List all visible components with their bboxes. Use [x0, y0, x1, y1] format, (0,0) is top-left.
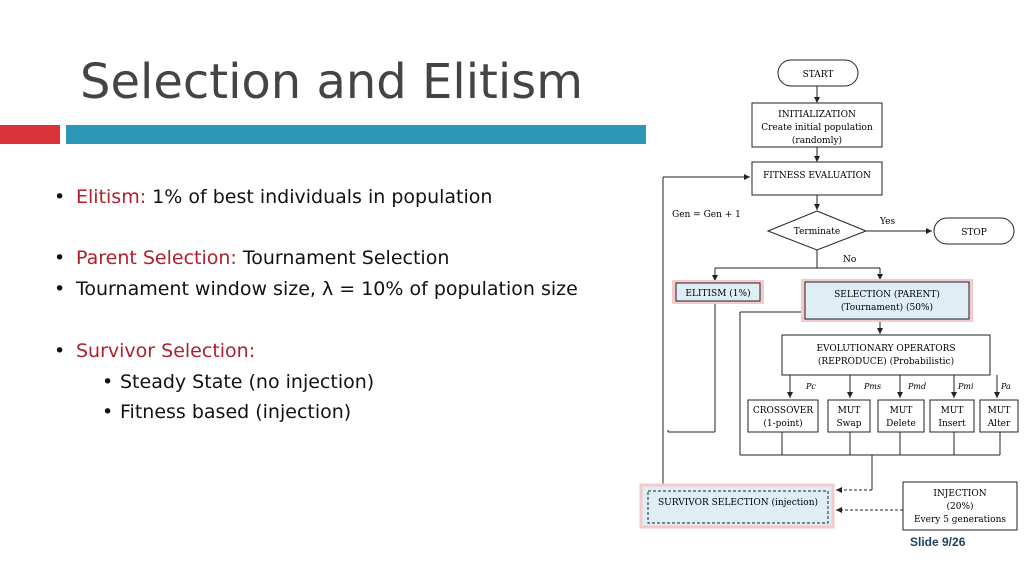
evo-ops-sub: (REPRODUCE) (Probabilistic) [818, 356, 954, 367]
init-title: INITIALIZATION [778, 110, 856, 120]
accent-bar-blue [66, 125, 646, 144]
start-label: START [803, 70, 834, 80]
sub-bullet-fitness-based: •Fitness based (injection) [102, 401, 352, 423]
sub-bullet-steady-state: •Steady State (no injection) [102, 371, 375, 393]
bullet-text: Tournament Selection [242, 247, 450, 269]
elitism-box-label: ELITISM (1%) [685, 288, 750, 299]
crossover-sub: (1-point) [763, 418, 802, 429]
evo-ops-title: EVOLUTIONARY OPERATORS [816, 344, 955, 354]
prob-crossover: Pc [805, 382, 816, 391]
sub-bullet-text: Fitness based (injection) [120, 401, 352, 423]
bullet-parent-selection: •Parent Selection: Tournament Selection [54, 247, 450, 269]
slide-title: Selection and Elitism [80, 54, 583, 110]
injection-percent: (20%) [946, 501, 973, 512]
no-label: No [843, 255, 856, 265]
terminate-label: Terminate [794, 227, 840, 237]
mut-insert-title: MUT [941, 406, 964, 416]
injection-title: INJECTION [933, 489, 986, 499]
mut-swap-title: MUT [838, 406, 861, 416]
fitness-eval-label: FITNESS EVALUATION [763, 171, 871, 181]
crossover-title: CROSSOVER [753, 406, 814, 416]
prob-mut-delete: Pmd [907, 382, 926, 391]
bullet-label: Elitism: [76, 186, 147, 208]
bullet-tournament-window: •Tournament window size, λ = 10% of popu… [54, 278, 578, 300]
prob-mut-insert: Pmi [957, 382, 974, 391]
init-line3: (randomly) [792, 135, 842, 146]
init-line2: Create initial population [761, 123, 873, 133]
prob-mut-swap: Pms [863, 382, 881, 391]
stop-label: STOP [961, 228, 987, 238]
yes-label: Yes [879, 217, 895, 227]
gen-increment-label: Gen = Gen + 1 [672, 210, 741, 220]
accent-bar-red [0, 125, 60, 144]
selection-parent-title: SELECTION (PARENT) [834, 289, 940, 300]
mut-delete-sub: Delete [886, 419, 916, 429]
bullet-label: Survivor Selection: [76, 340, 256, 362]
sub-bullet-text: Steady State (no injection) [120, 371, 375, 393]
mut-alter-title: MUT [988, 406, 1011, 416]
selection-parent-sub: (Tournament) (50%) [841, 302, 933, 313]
prob-mut-alter: Pa [1000, 382, 1011, 391]
slide-number: Slide 9/26 [910, 535, 966, 549]
bullet-survivor-selection: •Survivor Selection: [54, 340, 256, 362]
bullet-text: 1% of best individuals in population [152, 186, 493, 208]
bullet-text: Tournament window size, λ = 10% of popul… [76, 278, 578, 300]
mut-delete-title: MUT [890, 406, 913, 416]
mut-swap-sub: Swap [837, 419, 862, 429]
mut-alter-sub: Alter [987, 419, 1011, 429]
survivor-selection-label: SURVIVOR SELECTION (injection) [658, 497, 818, 508]
bullet-elitism: •Elitism: 1% of best individuals in popu… [54, 186, 493, 208]
injection-frequency: Every 5 generations [914, 515, 1006, 525]
mut-insert-sub: Insert [938, 419, 966, 429]
bullet-label: Parent Selection: [76, 247, 237, 269]
